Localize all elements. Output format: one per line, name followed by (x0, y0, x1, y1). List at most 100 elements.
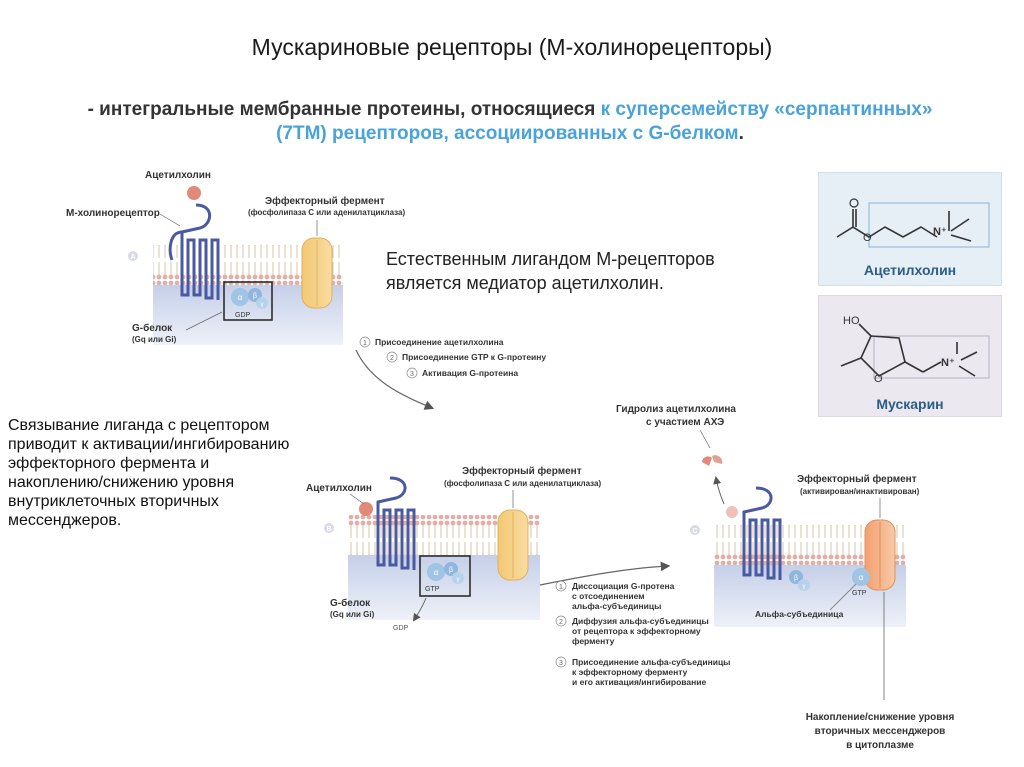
step-b3-number: 3 (559, 660, 563, 667)
steps-b: 1 Диссоциация G-протена с отсоединением … (539, 561, 730, 687)
panel-c-hydrolysis-leader (699, 429, 711, 449)
acetylcholine-label: Ацетилхолин (864, 262, 956, 278)
muscarine-nplus-label: N⁺ (941, 357, 955, 369)
panel-b-gprotein-label: G-белок (330, 597, 371, 609)
muscarine-label: Мускарин (876, 396, 943, 412)
panel-b-acetylcholine-ball (359, 502, 373, 516)
step-b1-line3: альфа-субъединицы (572, 601, 661, 611)
panel-b-gtp: GTP (425, 586, 440, 593)
binding-text-line4: накоплению/снижению уровня (8, 474, 235, 491)
step-a1-badge (359, 336, 371, 348)
muscarine-structure-box: HO O N⁺ Мускарин (818, 295, 1002, 417)
panel-a-gdp: GDP (235, 312, 251, 319)
panel-c-letter: C (692, 528, 697, 535)
panel-c-alpha-label: α (859, 573, 864, 582)
subtitle-part3: . (738, 123, 744, 144)
step-b3-badge (555, 656, 567, 668)
panel-c-gamma-label: γ (803, 584, 806, 590)
panel-c-beta (789, 570, 803, 584)
muscarine-ho-label: HO (843, 315, 860, 327)
arrow-b-to-c (539, 561, 671, 586)
ligand-text-line2: является медиатор ацетилхолин. (386, 273, 664, 293)
step-b1-line1: Диссоциация G-протена (572, 581, 675, 591)
panel-b-letter: B (326, 526, 331, 533)
step-b2-badge (555, 615, 567, 627)
subtitle-highlight: к суперсемейству «серпантинных» (7ТМ) ре… (276, 99, 933, 144)
panel-c: C β γ α GTP Гидролиз ацетилхолина с учас… (616, 404, 954, 751)
panel-a-gprotein-sub: (Gq или Gi) (132, 335, 177, 344)
acetylcholine-nplus-label: N⁺ (933, 226, 947, 238)
panel-a-effector-sub: (фосфолипаза С или аденилатциклаза) (248, 208, 405, 217)
panel-b-acetylcholine-leader (349, 493, 365, 505)
panel-c-beta-label: β (794, 575, 798, 582)
step-b3-line3: и его активация/ингибирование (572, 677, 706, 687)
panel-c-hydrolysis-line1: Гидролиз ацетилхолина (616, 404, 736, 415)
panel-c-alpha-sub-label: Альфа-субъединица (755, 609, 844, 619)
panel-b-gprotein-box (419, 555, 471, 597)
panel-c-receptor (742, 486, 782, 580)
ligand-text-line1: Естественным лигандом М-рецепторов (386, 249, 715, 269)
panel-a-gprotein-leader (185, 311, 223, 331)
panel-a-letter: A (130, 254, 135, 261)
acetylcholine-structure-box: O N⁺ Ацетилхолин (818, 172, 1002, 286)
step-b1-line2: с отсоединением (572, 591, 645, 601)
panel-b-effector-label: Эффекторный фермент (462, 465, 582, 477)
panel-a-receptor-label: М-холинорецептор (66, 208, 160, 219)
binding-text-line5: внутриклеточных вторичных (8, 493, 219, 510)
step-b2-line1: Диффузия альфа-субъединицы (572, 616, 709, 626)
panel-a-receptor-tail (168, 230, 183, 261)
acetylcholine-structure: O N⁺ Ацетилхолин (836, 198, 990, 278)
step-a3-badge (406, 367, 418, 379)
panel-a-beta-label: β (253, 293, 257, 300)
panel-c-receptor-site (726, 506, 738, 518)
panel-c-hydrolysis-line2: с участием АХЭ (646, 417, 724, 428)
step-b3-line2: к эффекторному ферменту (572, 667, 688, 677)
panel-c-accum-line3: в цитоплазме (846, 740, 914, 751)
muscarine-structure: HO O N⁺ Мускарин (840, 315, 990, 412)
panel-a-effector-label: Эффекторный фермент (265, 195, 385, 207)
panel-a-acetylcholine-ball (187, 186, 201, 200)
panel-a-gamma-label: γ (261, 302, 264, 308)
panel-a: A α β γ GDP Ацетилхолин М-холинорецептор… (66, 170, 405, 345)
panel-c-hydrolyzed-fragment-2 (712, 455, 723, 464)
panel-a-acetylcholine-label: Ацетилхолин (145, 170, 211, 181)
muscarine-o-label: O (874, 373, 883, 385)
binding-text-line2: приводит к активации/ингибированию (8, 436, 290, 453)
step-a1-number: 1 (363, 340, 367, 347)
subtitle-part1: - интегральные мембранные протеины, отно… (87, 99, 601, 120)
step-b2-line2: от рецептора к эффекторному (572, 626, 701, 636)
panel-a-letter-badge (128, 251, 138, 261)
panel-c-accum-line1: Накопление/снижение уровня (806, 712, 955, 723)
panel-b-acetylcholine-label: Ацетилхолин (306, 483, 372, 494)
step-b1-number: 1 (559, 584, 563, 591)
step-b2-number: 2 (559, 619, 563, 626)
ligand-text: Естественным лигандом М-рецепторов являе… (386, 247, 715, 295)
panel-c-effector-sub: (активирован/инактивирован) (800, 487, 920, 496)
panel-c-alpha-leader (829, 583, 857, 611)
panel-b-beta (444, 562, 458, 576)
panel-a-alpha-label: α (238, 293, 243, 302)
acetylcholine-o-label: O (863, 232, 872, 244)
panel-b-gprotein-sub: (Gq или Gi) (330, 610, 375, 619)
step-a2-text: Присоединение GTP к G-протеину (402, 352, 546, 362)
step-b2-line3: ферменту (572, 636, 615, 646)
subtitle: - интегральные мембранные протеины, отно… (60, 98, 960, 146)
panel-b-alpha-label: α (434, 568, 439, 577)
panel-b-gamma-label: γ (457, 577, 460, 583)
arrow-a-to-b (355, 349, 435, 410)
step-a2-badge (386, 351, 398, 363)
panel-b-letter-badge (324, 523, 334, 533)
step-a2-number: 2 (390, 355, 394, 362)
panel-b-gamma (452, 572, 464, 584)
panel-c-letter-badge (690, 525, 700, 535)
step-b3-line1: Присоединение альфа-субъединицы (572, 657, 730, 667)
binding-text-line1: Связывание лиганда с рецептором (8, 417, 270, 434)
page-title: Мускариновые рецепторы (М-холинорецептор… (251, 34, 773, 60)
steps-a: 1 Присоединение ацетилхолина 2 Присоедин… (355, 336, 546, 410)
binding-text-line6: мессенджеров. (8, 512, 122, 529)
panel-a-receptor-leader (159, 213, 181, 227)
step-b1-badge (555, 580, 567, 592)
panel-b-beta-label: β (449, 567, 453, 574)
binding-text-line3: эффекторного фермента и (8, 455, 210, 472)
